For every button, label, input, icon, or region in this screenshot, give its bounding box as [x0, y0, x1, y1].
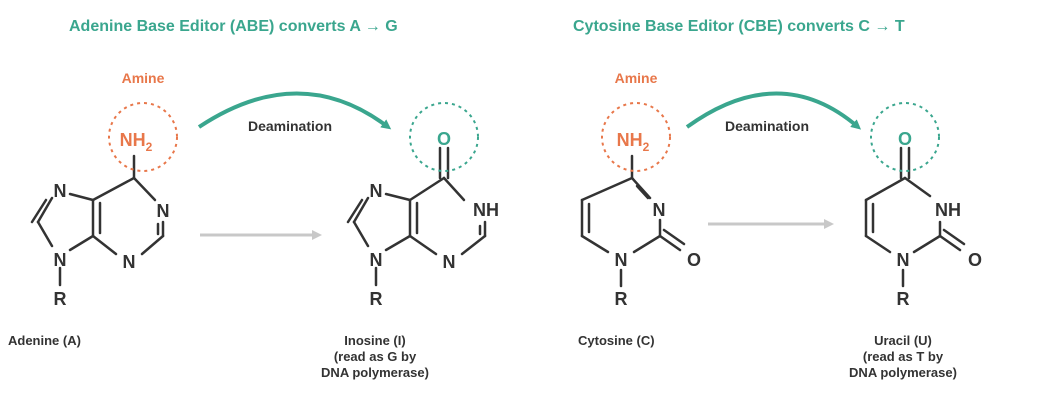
uracil-label-line: Uracil (U)	[874, 333, 932, 348]
deamination-label-cbe: Deamination	[725, 118, 809, 134]
atom-o: O	[968, 250, 982, 270]
atom-n: N	[157, 201, 170, 221]
cytosine-structure	[580, 154, 686, 288]
uracil-structure	[864, 146, 966, 288]
atom-r: R	[370, 289, 383, 309]
uracil-label: Uracil (U) (read as T by DNA polymerase)	[828, 333, 978, 381]
adenine-label: Adenine (A)	[8, 333, 81, 348]
atom-nh2: NH2	[120, 130, 153, 154]
inosine-structure	[346, 146, 487, 287]
amine-highlight-circle	[108, 102, 178, 172]
atom-n: N	[615, 250, 628, 270]
atom-nh2: NH2	[617, 130, 650, 154]
atom-n: N	[123, 252, 136, 272]
atom-n: N	[443, 252, 456, 272]
carbonyl-highlight-circle	[409, 102, 479, 172]
adenine-structure	[30, 154, 165, 287]
uracil-atom-labels: NH N O R O	[897, 129, 983, 309]
deamination-arrow-cbe	[685, 91, 862, 130]
uracil-label-line: (read as T by	[862, 349, 944, 364]
inosine-label-line: DNA polymerase)	[321, 365, 429, 380]
atom-n: N	[370, 250, 383, 270]
carbonyl-highlight-circle-cbe	[870, 102, 940, 172]
inosine-label-line: Inosine (I)	[344, 333, 406, 348]
inosine-label-line: (read as G by	[333, 349, 417, 364]
atom-n: N	[897, 250, 910, 270]
atom-n: N	[54, 250, 67, 270]
atom-n: N	[370, 181, 383, 201]
uracil-label-line: DNA polymerase)	[849, 365, 957, 380]
atom-nh: NH	[935, 200, 961, 220]
cytosine-atom-labels: N N O R NH2	[615, 130, 702, 309]
atom-o: O	[437, 129, 451, 149]
inosine-atom-labels: N NH N N R O	[370, 129, 500, 309]
inosine-label: Inosine (I) (read as G by DNA polymerase…	[300, 333, 450, 381]
deamination-arrow-abe	[197, 91, 392, 130]
deamination-label-abe: Deamination	[248, 118, 332, 134]
cbe-title: Cytosine Base Editor (CBE) converts C → …	[573, 18, 905, 35]
atom-o: O	[687, 250, 701, 270]
atom-n: N	[653, 200, 666, 220]
atom-r: R	[54, 289, 67, 309]
amine-highlight-circle-cbe	[601, 102, 671, 172]
atom-n: N	[54, 181, 67, 201]
amine-label: Amine	[122, 70, 165, 86]
amine-label-cbe: Amine	[615, 70, 658, 86]
abe-title: Adenine Base Editor (ABE) converts A → G	[69, 18, 398, 35]
atom-nh: NH	[473, 200, 499, 220]
atom-r: R	[897, 289, 910, 309]
atom-o: O	[898, 129, 912, 149]
atom-r: R	[615, 289, 628, 309]
cytosine-label: Cytosine (C)	[578, 333, 655, 348]
adenine-atom-labels: N N N N R NH2	[54, 130, 170, 309]
